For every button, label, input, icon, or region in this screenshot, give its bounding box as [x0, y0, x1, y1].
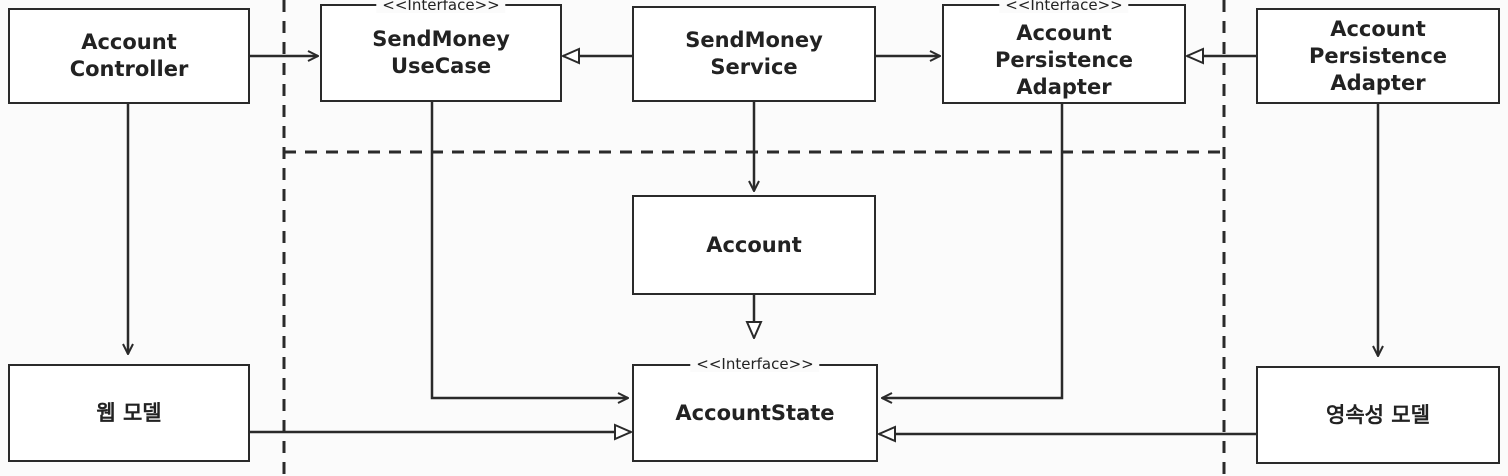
- box-label: Account Persistence Adapter: [1308, 16, 1448, 95]
- box-label: 웹 모델: [96, 400, 162, 425]
- persistence-model-box: 영속성 모델: [1256, 366, 1500, 464]
- box-label: Account Controller: [69, 30, 189, 81]
- stereotype-label: <<Interface>>: [999, 0, 1129, 13]
- sendmoney-usecase-box: SendMoney UseCase: [320, 4, 562, 102]
- account-box: Account: [632, 195, 876, 295]
- box-label: Account Persistence Adapter: [994, 20, 1134, 99]
- account-state-box: AccountState: [632, 364, 878, 462]
- web-model-box: 웹 모델: [8, 364, 250, 462]
- sendmoney-service-box: SendMoney Service: [632, 6, 876, 102]
- box-label: 영속성 모델: [1326, 402, 1430, 427]
- box-label: Account: [706, 232, 802, 257]
- account-persistence-port-box: Account Persistence Adapter: [942, 4, 1186, 104]
- account-persistence-adapter-box: Account Persistence Adapter: [1256, 8, 1500, 104]
- arrow-usecase-to-state: [430, 102, 628, 398]
- stereotype-label: <<Interface>>: [376, 0, 506, 13]
- arrow-port-to-state: [882, 104, 1064, 398]
- account-controller-box: Account Controller: [8, 8, 250, 104]
- box-label: SendMoney Service: [685, 28, 823, 79]
- box-label: AccountState: [675, 400, 835, 425]
- box-label: SendMoney UseCase: [372, 27, 510, 78]
- stereotype-label: <<Interface>>: [690, 356, 820, 372]
